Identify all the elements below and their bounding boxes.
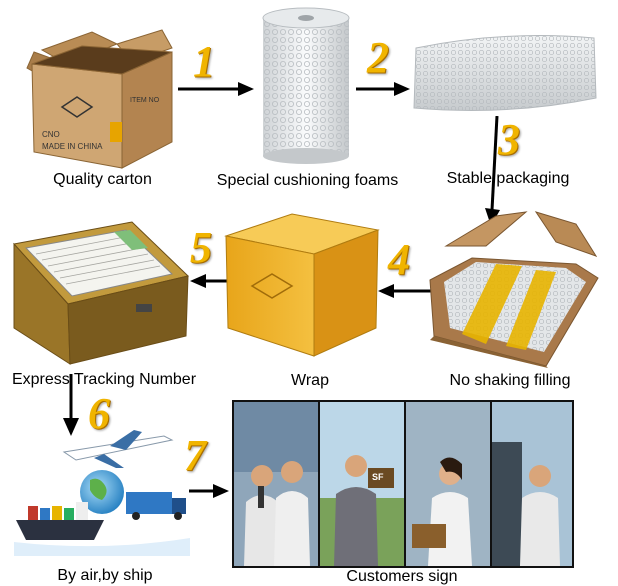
arrow-2-icon bbox=[356, 82, 410, 96]
carton-print-line2: MADE IN CHINA bbox=[42, 142, 103, 151]
carton-print-line1: CNO bbox=[42, 130, 60, 139]
arrow-7-icon bbox=[189, 484, 229, 498]
step-1-number: 1 bbox=[193, 37, 215, 86]
step-4-caption: No shaking filling bbox=[449, 372, 571, 389]
air-sea-transport-image bbox=[14, 428, 190, 556]
quality-carton-image: CNO MADE IN CHINA ITEM NO bbox=[22, 12, 182, 170]
step-7-number: 7 bbox=[184, 431, 206, 480]
carton-print-side: ITEM NO bbox=[130, 97, 160, 104]
courier-photo-3 bbox=[492, 402, 572, 566]
step-3-number: 3 bbox=[498, 115, 520, 164]
courier-photo-1 bbox=[234, 402, 318, 566]
wrapped-box-image bbox=[222, 212, 382, 358]
customers-sign-caption: Customers sign bbox=[346, 568, 458, 585]
arrow-6-icon bbox=[63, 374, 79, 436]
customers-sign-collage: SF bbox=[232, 400, 574, 568]
step-5-number: 5 bbox=[190, 223, 212, 272]
arrow-3-icon bbox=[485, 116, 500, 226]
arrow-5-icon bbox=[190, 274, 230, 288]
step-6-caption: Express Tracking Number bbox=[11, 371, 197, 388]
step-3-caption: Stable packaging bbox=[446, 170, 570, 187]
customer-signing-photo bbox=[406, 402, 490, 566]
courier-badge: SF bbox=[372, 472, 384, 482]
step-6-number: 6 bbox=[88, 389, 110, 438]
step-2-caption: Special cushioning foams bbox=[216, 172, 399, 189]
stable-packaging-image bbox=[408, 28, 600, 118]
no-shaking-filling-image bbox=[426, 206, 602, 368]
courier-photo-2: SF bbox=[320, 402, 404, 566]
step-4-number: 4 bbox=[388, 235, 410, 284]
step-7-caption: By air,by ship bbox=[57, 567, 153, 584]
cushioning-foam-roll-image bbox=[255, 4, 357, 166]
step-5-caption: Wrap bbox=[291, 372, 329, 389]
arrow-4-icon bbox=[378, 284, 434, 298]
step-1-caption: Quality carton bbox=[53, 171, 152, 188]
express-tracking-box-image bbox=[6, 218, 192, 366]
arrow-1-icon bbox=[178, 82, 254, 96]
step-2-number: 2 bbox=[367, 33, 389, 82]
